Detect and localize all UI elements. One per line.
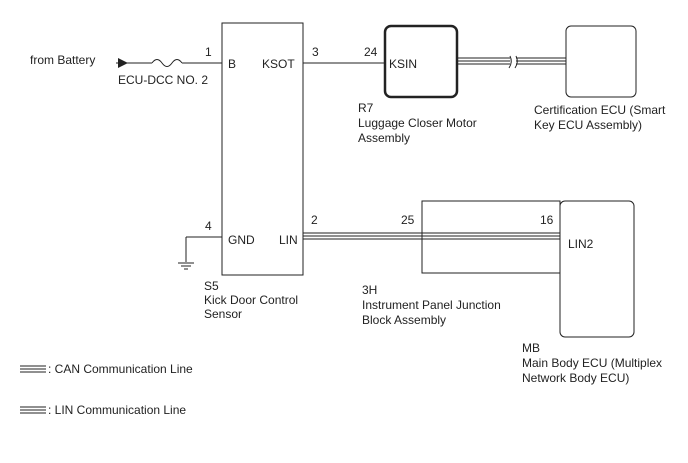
line-break-icon xyxy=(508,55,518,69)
cert-name-1: Certification ECU (Smart xyxy=(534,103,666,117)
terminal-b: B xyxy=(228,57,236,71)
terminal-lin: LIN xyxy=(279,233,298,247)
junction-block-box xyxy=(421,200,561,274)
can-line-r7-cert xyxy=(457,57,566,65)
lin-line-s5-mb xyxy=(303,232,560,240)
fuse-icon xyxy=(151,59,183,67)
r7-name-2: Assembly xyxy=(358,131,410,145)
terminal-ksot: KSOT xyxy=(262,57,295,71)
pin-r7-ksin: 24 xyxy=(364,45,378,59)
legend-lin-swatch xyxy=(20,406,46,414)
terminal-gnd: GND xyxy=(228,233,255,247)
battery-label: from Battery xyxy=(30,53,95,67)
s5-name-1: Kick Door Control xyxy=(204,293,298,307)
jb-code: 3H xyxy=(362,283,377,297)
r7-name-1: Luggage Closer Motor xyxy=(358,116,477,130)
main-body-ecu-box xyxy=(559,200,635,338)
terminal-lin2: LIN2 xyxy=(568,237,594,251)
cert-name-2: Key ECU Assembly) xyxy=(534,118,642,132)
s5-code: S5 xyxy=(204,279,219,293)
pin-mb-lin2: 16 xyxy=(540,213,554,227)
jb-name-1: Instrument Panel Junction xyxy=(362,298,501,312)
legend-can-label: : CAN Communication Line xyxy=(48,362,193,376)
mb-code: MB xyxy=(522,341,540,355)
pin-s5-ksot: 3 xyxy=(312,45,319,59)
pin-s5-gnd: 4 xyxy=(205,219,212,233)
pin-s5-lin: 2 xyxy=(311,213,318,227)
battery-arrow-icon xyxy=(118,58,128,68)
terminal-ksin: KSIN xyxy=(389,57,417,71)
jb-name-2: Block Assembly xyxy=(362,313,446,327)
fuse-label: ECU-DCC NO. 2 xyxy=(118,73,208,87)
legend-lin-label: : LIN Communication Line xyxy=(48,403,186,417)
pin-s5-b: 1 xyxy=(205,45,212,59)
cert-ecu-box xyxy=(565,25,637,98)
pin-jb-in: 25 xyxy=(401,213,415,227)
legend-can-swatch xyxy=(20,365,46,373)
ground-icon xyxy=(178,262,194,270)
mb-name-1: Main Body ECU (Multiplex xyxy=(522,356,662,370)
s5-name-2: Sensor xyxy=(204,307,242,321)
r7-code: R7 xyxy=(358,101,374,115)
mb-name-2: Network Body ECU) xyxy=(522,371,629,385)
s5-box xyxy=(221,22,304,276)
